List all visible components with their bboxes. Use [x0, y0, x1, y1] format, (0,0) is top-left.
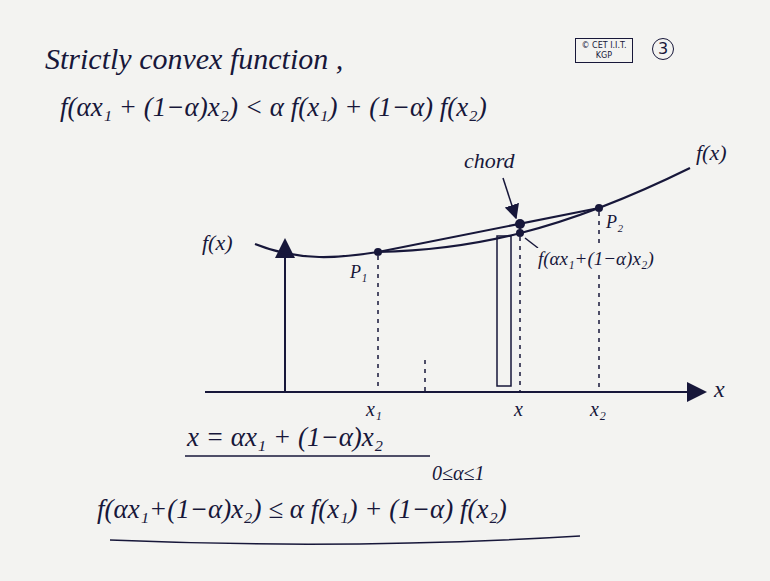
- dashed-drop: [598, 212, 600, 392]
- alpha-range: 0≤α≤1: [430, 462, 486, 485]
- point-label: P₁: [348, 262, 369, 283]
- copyright-logo: © CET I.I.T. KGP: [575, 38, 633, 63]
- dashed-drop: [377, 256, 379, 392]
- dashed-drop: [424, 360, 426, 392]
- strip-rect: [497, 236, 511, 386]
- slide-title: Strictly convex function ,: [45, 42, 343, 76]
- underline: [110, 536, 580, 544]
- chord-label: chord: [462, 148, 517, 173]
- point-label: P₂: [604, 212, 625, 233]
- leader-line: [525, 238, 538, 248]
- axis-tick-label: x₂: [588, 398, 608, 421]
- convex-combination: x = αx₁ + (1−α)x₂: [185, 422, 385, 453]
- chord-line: [378, 208, 599, 252]
- point-dot: [516, 229, 524, 237]
- x-axis: [205, 391, 705, 393]
- point-dot: [515, 219, 525, 229]
- axis-label: f(x): [200, 230, 235, 255]
- point-dot: [374, 248, 382, 256]
- y-axis: [284, 240, 286, 392]
- axis-tick-label: x: [512, 398, 525, 421]
- convex-inequality: f(αx₁+(1−α)x₂) ≤ α f(x₁) + (1−α) f(x₂): [95, 494, 509, 525]
- function-value: f(αx₁+(1−α)x₂): [536, 248, 656, 270]
- strict-inequality: f(αx₁ + (1−α)x₂) < α f(x₁) + (1−α) f(x₂): [58, 92, 489, 123]
- axis-tick-label: x₁: [364, 398, 384, 421]
- curve-label: f(x): [694, 140, 729, 165]
- underline: [185, 455, 430, 457]
- convex-curve: [255, 168, 690, 257]
- point-dot: [595, 204, 603, 212]
- axis-label: x: [712, 376, 727, 404]
- leader-arrow: [503, 178, 516, 218]
- dashed-drop: [519, 228, 521, 392]
- page-number: 3: [652, 38, 674, 60]
